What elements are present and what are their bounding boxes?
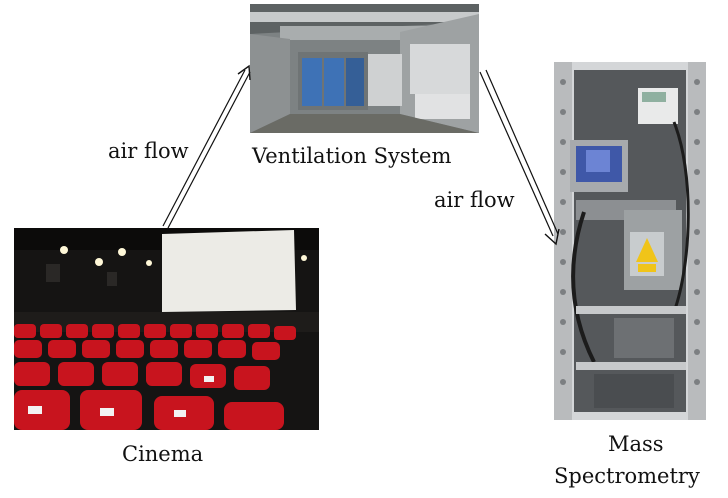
mass-spectrometry-photo bbox=[554, 62, 706, 420]
node-label-mass-line2: Spectrometry bbox=[554, 464, 700, 488]
cinema-photo bbox=[14, 228, 319, 430]
arrow-ventilation-to-mass-spectrometry bbox=[479, 69, 560, 246]
ventilation-system-photo bbox=[250, 4, 479, 133]
edge-label-air-flow-1: air flow bbox=[108, 139, 189, 163]
node-label-ventilation: Ventilation System bbox=[252, 144, 452, 168]
edge-label-air-flow-2: air flow bbox=[434, 188, 515, 212]
node-label-mass-line1: Mass bbox=[608, 432, 664, 456]
node-label-cinema: Cinema bbox=[122, 442, 204, 466]
